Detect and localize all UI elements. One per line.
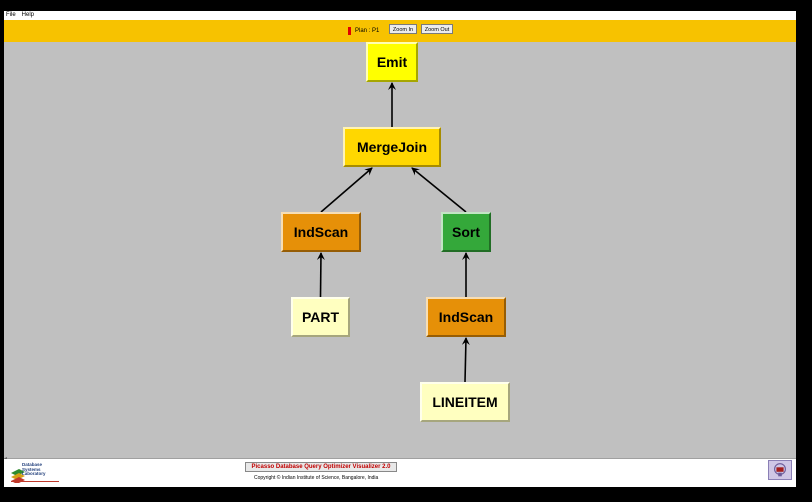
zoom-in-button[interactable]: Zoom In	[389, 24, 417, 34]
app-window: File Help Plan : P1 Zoom In Zoom Out Emit…	[4, 11, 796, 487]
edge-lineitem-to-indscan-right	[461, 337, 470, 383]
zoom-out-button[interactable]: Zoom Out	[421, 24, 453, 34]
plan-tree-edges	[316, 82, 470, 383]
institute-logo	[768, 460, 792, 480]
plan-label: Plan : P1	[355, 28, 380, 34]
database-systems-lab-logo	[11, 469, 59, 483]
plan-node-indscan-left[interactable]: IndScan	[281, 212, 361, 252]
edge-sort-to-mergejoin	[411, 167, 467, 213]
edge-indscan-left-to-mergejoin	[320, 167, 373, 213]
menu-file[interactable]: File	[6, 12, 16, 18]
plan-indicator: Plan : P1	[348, 25, 379, 37]
lab-logo-text: Database Systems Laboratory	[22, 462, 46, 476]
app-title-button[interactable]: Picasso Database Query Optimizer Visuali…	[245, 462, 397, 472]
plan-node-part[interactable]: PART	[291, 297, 350, 337]
menu-help[interactable]: Help	[21, 12, 35, 18]
plan-node-indscan-right[interactable]: IndScan	[426, 297, 506, 337]
plan-node-mergejoin[interactable]: MergeJoin	[343, 127, 441, 167]
menu-bar: File Help	[4, 11, 796, 20]
plan-color-swatch	[348, 27, 351, 35]
plan-node-sort[interactable]: Sort	[441, 212, 491, 252]
plan-node-emit[interactable]: Emit	[366, 42, 418, 82]
copyright-text: Copyright © Indian Institute of Science,…	[254, 475, 379, 481]
plan-node-lineitem[interactable]: LINEITEM	[420, 382, 510, 422]
toolbar: Plan : P1 Zoom In Zoom Out	[4, 20, 796, 42]
footer: Database Systems Laboratory Picasso Data…	[4, 459, 796, 487]
edge-part-to-indscan-left	[316, 252, 325, 298]
